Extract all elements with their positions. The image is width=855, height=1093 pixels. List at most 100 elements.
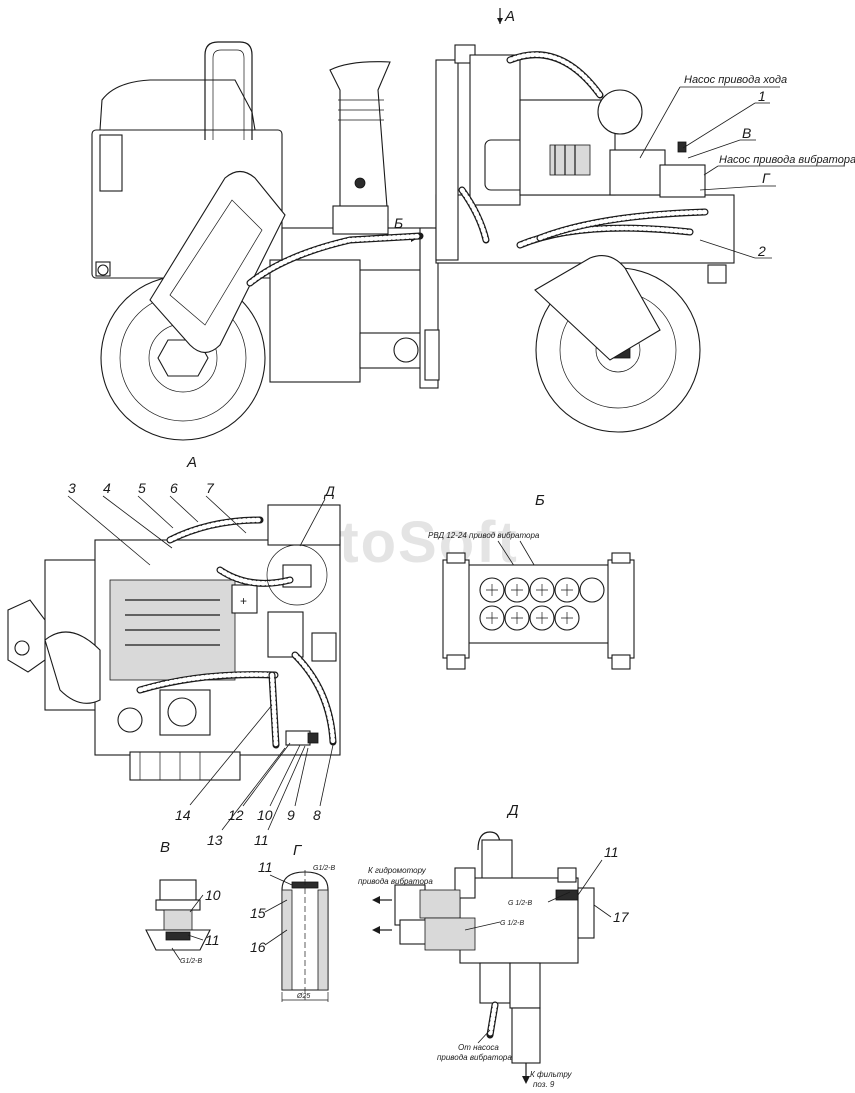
view-b-title: Б: [535, 492, 545, 509]
fitting-10: [307, 732, 319, 744]
leader-a-10: [269, 744, 301, 807]
d-handle: [477, 831, 501, 851]
leader-a-13: [221, 747, 286, 831]
leader-d-thread-1: [547, 891, 571, 903]
hitch-lug-hole: [14, 640, 30, 656]
nut-left-top: [446, 552, 466, 564]
view-a-title: А: [186, 454, 197, 471]
plus-sign: +: [240, 594, 247, 608]
base-plate-ribs: [139, 752, 201, 780]
callout-a-14: 14: [175, 807, 191, 823]
front-mount: [707, 264, 727, 284]
callout-a-11: 11: [254, 832, 269, 848]
engine-filter: [549, 144, 591, 176]
roller-side-view: А Б: [91, 8, 855, 441]
callout-vibrator-pump: Насос привода вибратора: [719, 154, 855, 166]
front-hitch: [424, 329, 440, 381]
detail-d-circle: [266, 544, 328, 606]
callout-a-7: 7: [206, 480, 215, 496]
filter-housing: [267, 611, 304, 658]
callout-a-5: 5: [138, 480, 146, 496]
air-cleaner: [597, 89, 643, 135]
d-right-seal: [555, 889, 579, 901]
d-arrowhead-motor-1: [372, 896, 380, 904]
view-a-arrowhead: [497, 18, 503, 24]
clamp-body: [461, 564, 623, 644]
leader-a-11: [267, 745, 306, 831]
section-g-thread: G1/2-B: [313, 865, 336, 872]
column-base: [332, 205, 389, 235]
leader-a-3: [67, 495, 151, 566]
nut-right-top: [611, 552, 631, 564]
arrow-b-label: Б: [394, 215, 403, 231]
a-hose-d-braid: [217, 567, 293, 586]
rear-drum-bracket: [149, 170, 286, 354]
nut-right-bottom: [611, 654, 631, 670]
view-d: Д К гидромотору привода вибратора G 1/2-…: [358, 802, 630, 1089]
fluid-tank: [484, 139, 526, 191]
bracket-window: [169, 199, 263, 326]
d-left-fitting-2: [399, 919, 429, 945]
leader-travel-pump: [639, 86, 681, 159]
d-from-pump-2: привода вибратора: [437, 1053, 512, 1062]
engine-cap: [231, 584, 258, 614]
v-flange: [155, 899, 201, 911]
lower-frame: [269, 259, 361, 383]
leader-a-4: [102, 495, 173, 549]
leader-a-14: [189, 704, 273, 806]
view-d-17: 17: [613, 909, 630, 925]
hose-bundle: [479, 577, 605, 631]
callout-g: Г: [762, 170, 771, 186]
callout-a-9: 9: [287, 807, 295, 823]
leader-d-11: [577, 859, 603, 896]
a-hose-mid-braid: [137, 672, 278, 693]
clamp-bolt-right: [607, 559, 635, 659]
travel-pump: [609, 149, 666, 196]
base-plate: [129, 751, 241, 781]
leader-a-8: [319, 744, 334, 807]
leader-g-11: [269, 874, 293, 886]
v-nut: [159, 879, 197, 901]
section-v-10: 10: [205, 887, 221, 903]
d-to-filter-2: поз. 9: [533, 1080, 555, 1089]
view-d-title: Д: [506, 802, 519, 819]
view-b: Б РВД 12-24 привод вибратора: [428, 492, 635, 670]
leader-d-from-pump: [477, 1029, 491, 1044]
d-bolt-right: [557, 867, 577, 883]
section-v: В 10 11 G1/2-B: [145, 839, 221, 965]
hose-crosshairs: [486, 584, 573, 624]
leader-a-d: [299, 498, 326, 547]
leader-a-7: [205, 495, 247, 534]
d-to-filter-1: К фильтру: [530, 1070, 573, 1079]
rear-panel: [99, 134, 123, 192]
engine-cover: [99, 79, 256, 131]
leader-v-thread: [171, 947, 181, 961]
d-left-nut-2: [424, 917, 476, 951]
leader-a-5: [137, 495, 174, 529]
section-g-11: 11: [258, 859, 273, 875]
view-b-hose-label: РВД 12-24 привод вибратора: [428, 531, 540, 540]
a-hose-down-braid: [269, 672, 279, 748]
front-hose-3-braid: [459, 187, 489, 243]
leader-vibrator-pump: [703, 165, 719, 176]
d-arrowhead-motor-2: [372, 926, 380, 934]
d-filter-pipe: [511, 1007, 541, 1064]
d-thread-1: G 1/2-B: [508, 900, 532, 907]
section-g: Г G1/2-B 11 15 16 Ø25: [250, 842, 336, 1002]
section-g-16: 16: [250, 939, 266, 955]
d-hose-pump-braid: [487, 1002, 498, 1038]
d-arrowhead-filter: [522, 1076, 530, 1084]
pump-eye: [167, 697, 197, 727]
top-arrow-label: А: [504, 8, 515, 25]
lower-pulley: [117, 707, 143, 733]
callout-a-d: Д: [323, 483, 335, 499]
clamp-bolt-left: [442, 559, 470, 659]
nut-left-bottom: [446, 654, 466, 670]
g-wall-left: [281, 889, 293, 991]
d-from-pump-1: От насоса: [458, 1043, 499, 1052]
leader-a-12: [242, 742, 291, 807]
front-hose-2-braid: [537, 209, 708, 241]
section-v-title: В: [160, 839, 170, 856]
d-left-nut-1: [419, 889, 461, 919]
